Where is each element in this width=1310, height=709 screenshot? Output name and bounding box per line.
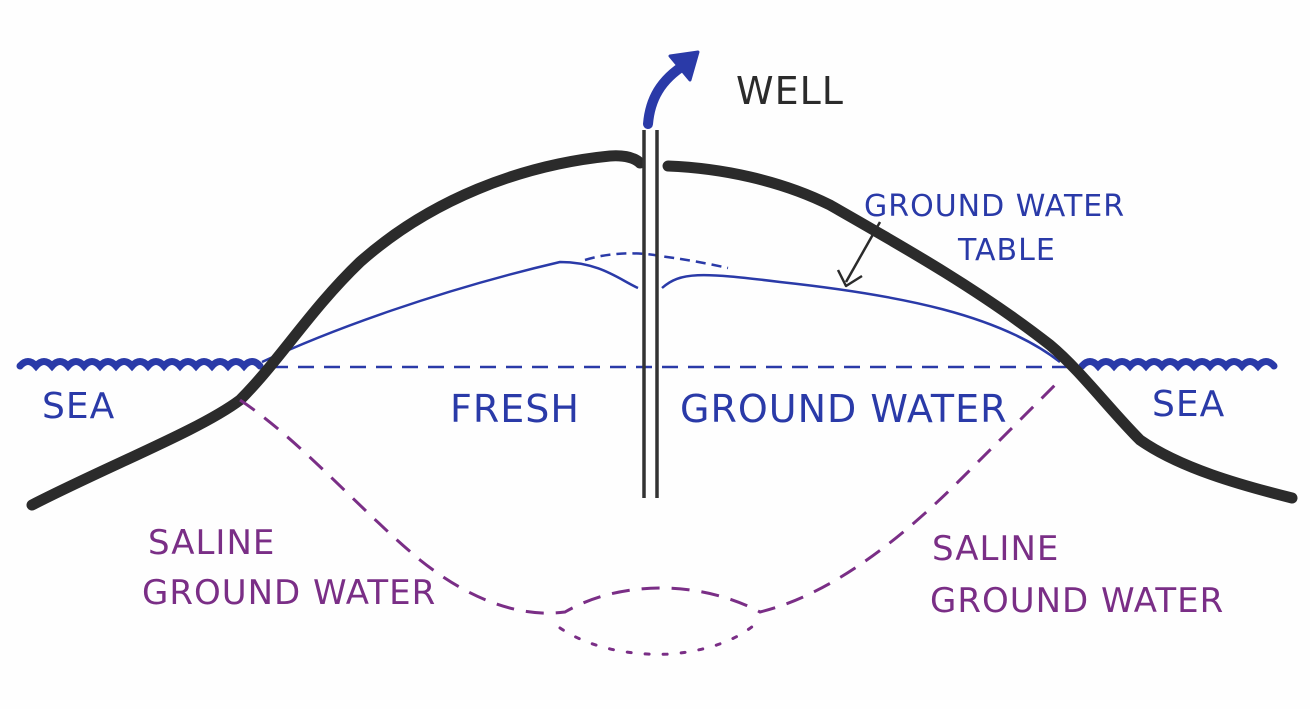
label-ground-water-table-2: TABLE bbox=[957, 233, 1056, 268]
land-surface-right bbox=[662, 160, 1298, 504]
ground-water-table-right bbox=[661, 273, 1061, 363]
label-saline-left-2: GROUND WATER bbox=[142, 573, 436, 613]
label-fresh: FRESH bbox=[450, 387, 580, 431]
well-discharge-flow bbox=[643, 59, 691, 129]
label-well: WELL bbox=[736, 69, 844, 113]
fresh-saline-interface bbox=[239, 376, 1064, 615]
label-sea-right: SEA bbox=[1152, 384, 1225, 425]
lower-saline-interface-dotted bbox=[558, 616, 764, 656]
original-water-table-dashed bbox=[584, 252, 729, 270]
label-sea-left: SEA bbox=[42, 386, 115, 427]
land-surface-left bbox=[26, 150, 646, 511]
label-saline-right-1: SALINE bbox=[932, 529, 1059, 569]
sea-surface-left bbox=[16, 358, 264, 372]
label-saline-right-2: GROUND WATER bbox=[930, 581, 1224, 621]
label-ground-water: GROUND WATER bbox=[680, 387, 1008, 431]
label-ground-water-table-1: GROUND WATER bbox=[864, 189, 1125, 224]
water-table-pointer-head bbox=[836, 269, 863, 288]
well-discharge-arrowhead bbox=[668, 50, 700, 82]
ground-water-table-left bbox=[261, 260, 639, 364]
sea-surface-right bbox=[1078, 358, 1278, 372]
label-saline-left-1: SALINE bbox=[148, 523, 275, 563]
